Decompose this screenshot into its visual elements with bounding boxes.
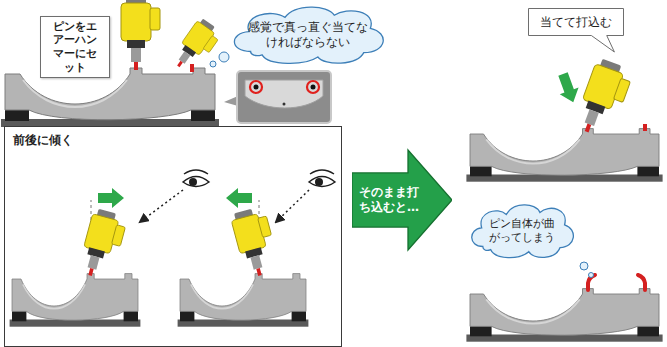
- highlight-circle: [307, 81, 319, 93]
- arrow-shape: [352, 150, 452, 250]
- thought-bubble: [210, 61, 216, 67]
- fixture: [178, 274, 309, 327]
- thought-bubble: [589, 273, 594, 278]
- fixture: [10, 274, 141, 327]
- photo-part: [245, 80, 323, 108]
- eye-symbol: [309, 170, 335, 187]
- fixture: [466, 289, 662, 342]
- tilt-arrow: [98, 188, 124, 208]
- air-hammer: [170, 17, 224, 77]
- callout-shape: [529, 9, 624, 53]
- thought-cloud: 感覚で真っ直ぐ当てなければならない: [226, 2, 390, 68]
- thought-cloud: ピン自体が曲がってしまう: [466, 200, 578, 262]
- eye-symbol: [183, 170, 209, 187]
- air-hammer: [230, 206, 281, 279]
- view-arrow: [140, 190, 183, 222]
- node-text: 前後に傾く: [13, 133, 73, 148]
- photo-pointer: [224, 96, 238, 106]
- air-hammer: [121, 0, 160, 70]
- thought-bubble: [219, 52, 229, 62]
- view-arrow: [276, 190, 309, 222]
- strike-arrow: [554, 71, 583, 106]
- thought-bubble: [580, 262, 588, 270]
- fixture: [1, 68, 219, 127]
- label-box: ピンをエアーハンマーにセット: [40, 16, 110, 78]
- node-text: ピン自体が曲がってしまう: [485, 217, 559, 245]
- frame-panel: 前後に傾く: [4, 126, 342, 347]
- air-hammer: [77, 208, 128, 281]
- fixture: [466, 129, 662, 182]
- pin-hole: [311, 85, 316, 90]
- pin: [643, 124, 647, 131]
- highlight-circle: [250, 81, 262, 93]
- cloud-shape: [234, 7, 383, 63]
- pin-hole: [283, 103, 286, 106]
- node-text: ピンをエアーハンマーにセット: [51, 20, 99, 75]
- tilt-arrow: [226, 188, 252, 208]
- node-text: そのまま打ち込むと…: [358, 185, 420, 215]
- block-arrow: そのまま打ち込むと…: [352, 148, 452, 252]
- pin: [190, 64, 194, 72]
- node-text: 感覚で真っ直ぐ当てなければならない: [245, 20, 371, 50]
- speech-callout: 当てて打込む: [528, 8, 624, 36]
- pin-hole: [254, 85, 259, 90]
- cloud-shape: [472, 205, 574, 258]
- air-hammer: [573, 57, 635, 140]
- bent-pin: [638, 275, 645, 290]
- photo-frame: [237, 71, 331, 123]
- node-text: 当てて打込む: [540, 15, 612, 30]
